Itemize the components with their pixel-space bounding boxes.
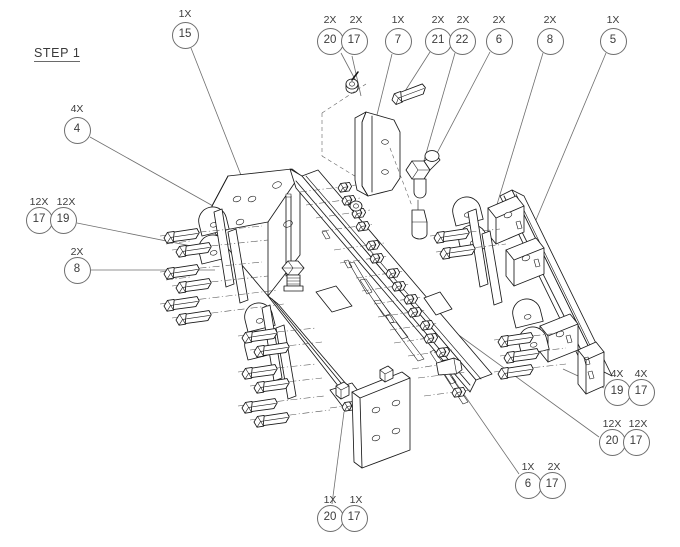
callout-17-bottom2[interactable]: 17 [340,504,368,532]
callout-5-qty: 1X [606,14,620,26]
callout-7-number: 7 [394,34,402,47]
callout-15-number: 15 [178,28,192,41]
callout-20-right-qty: 12X [602,418,622,430]
callout-20-top-qty: 2X [323,14,337,26]
callout-19-right-qty: 4X [610,368,624,380]
callout-8-top[interactable]: 8 [536,27,564,55]
left-clevis-group [159,206,331,428]
callout-6-bottom[interactable]: 6 [514,471,542,499]
callout-21[interactable]: 21 [424,27,452,55]
callout-19-right[interactable]: 19 [603,378,631,406]
extra-bolts-left [165,240,191,281]
callout-5[interactable]: 5 [599,27,627,55]
callout-6-bottom-qty: 1X [521,461,535,473]
bottom-mount-plate [335,357,467,469]
callout-8-left-qty: 2X [70,246,84,258]
callout-6-top-qty: 2X [492,14,506,26]
callout-6-top-number: 6 [495,34,503,47]
step-label: STEP 1 [34,46,81,62]
callout-19-left-qty: 12X [56,196,76,208]
callout-20-top-number: 20 [323,34,337,47]
callout-17-bottom2-number: 17 [347,511,361,524]
callout-20-bottom-number: 20 [323,511,337,524]
callout-22-qty: 2X [456,14,470,26]
callout-17-right[interactable]: 17 [627,378,655,406]
bolt-row-left-lower [237,327,331,428]
callout-17-bottom-number: 17 [545,478,559,491]
callout-4-qty: 4X [70,103,84,115]
callout-17-top[interactable]: 17 [340,27,368,55]
callout-8-top-number: 8 [546,34,554,47]
callout-4[interactable]: 4 [63,116,91,144]
callout-21-number: 21 [431,34,445,47]
callout-7-qty: 1X [391,14,405,26]
callout-17-top-qty: 2X [349,14,363,26]
callout-17-right2-number: 17 [629,435,643,448]
callout-19-left[interactable]: 19 [49,206,77,234]
callout-21-qty: 2X [431,14,445,26]
callout-7[interactable]: 7 [384,27,412,55]
callout-22[interactable]: 22 [448,27,476,55]
callout-15-qty: 1X [178,8,192,20]
callout-22-number: 22 [455,34,469,47]
callout-19-left-number: 19 [56,213,70,226]
callout-17-bottom[interactable]: 17 [538,471,566,499]
callout-8-top-qty: 2X [543,14,557,26]
callout-17-left-number: 17 [32,213,46,226]
callout-5-number: 5 [609,34,617,47]
callout-8-left-number: 8 [73,263,81,276]
callout-6-top[interactable]: 6 [485,27,513,55]
callout-17-right-qty: 4X [634,368,648,380]
callout-17-right2-qty: 12X [628,418,648,430]
callout-6-bottom-number: 6 [524,478,532,491]
callout-20-bottom[interactable]: 20 [316,504,344,532]
callout-15[interactable]: 15 [171,21,199,49]
callout-20-top[interactable]: 20 [316,27,344,55]
callout-20-bottom-qty: 1X [323,494,337,506]
right-subassembly [429,189,613,395]
callout-19-right-number: 19 [610,385,624,398]
callout-17-right2[interactable]: 17 [622,428,650,456]
callout-17-left-qty: 12X [29,196,49,208]
callout-17-top-number: 17 [347,34,361,47]
callout-17-right-number: 17 [634,385,648,398]
callout-17-bottom2-qty: 1X [349,494,363,506]
bolt-row-left [159,225,285,326]
callout-8-left[interactable]: 8 [63,256,91,284]
centre-upright-plate [345,71,441,240]
callout-4-number: 4 [73,123,81,136]
callout-20-right-number: 20 [605,435,619,448]
callout-17-left[interactable]: 17 [25,206,53,234]
callout-20-right[interactable]: 20 [598,428,626,456]
right-nut-column [299,181,471,412]
callout-17-bottom-qty: 2X [547,461,561,473]
